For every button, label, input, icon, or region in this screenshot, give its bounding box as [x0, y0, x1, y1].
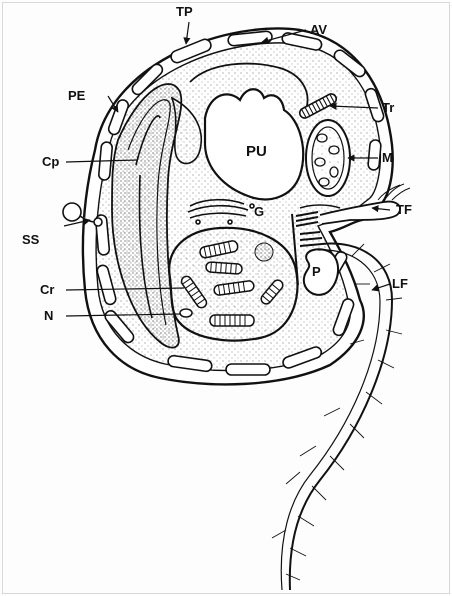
- nucleolus: [255, 243, 273, 261]
- label-ss: SS: [22, 232, 40, 247]
- label-lf: LF: [392, 276, 408, 291]
- label-tp: TP: [176, 4, 193, 19]
- label-pe: PE: [68, 88, 86, 103]
- label-g: G: [254, 204, 264, 219]
- label-n: N: [44, 308, 53, 323]
- label-tr: Tr: [382, 100, 394, 115]
- label-m: M: [382, 150, 393, 165]
- label-cp: Cp: [42, 154, 59, 169]
- label-p: P: [312, 264, 321, 279]
- label-pu: PU: [246, 143, 267, 160]
- flagellar-pocket: [304, 249, 338, 295]
- label-av: AV: [310, 22, 327, 37]
- label-cr: Cr: [40, 282, 54, 297]
- label-tf: TF: [396, 202, 412, 217]
